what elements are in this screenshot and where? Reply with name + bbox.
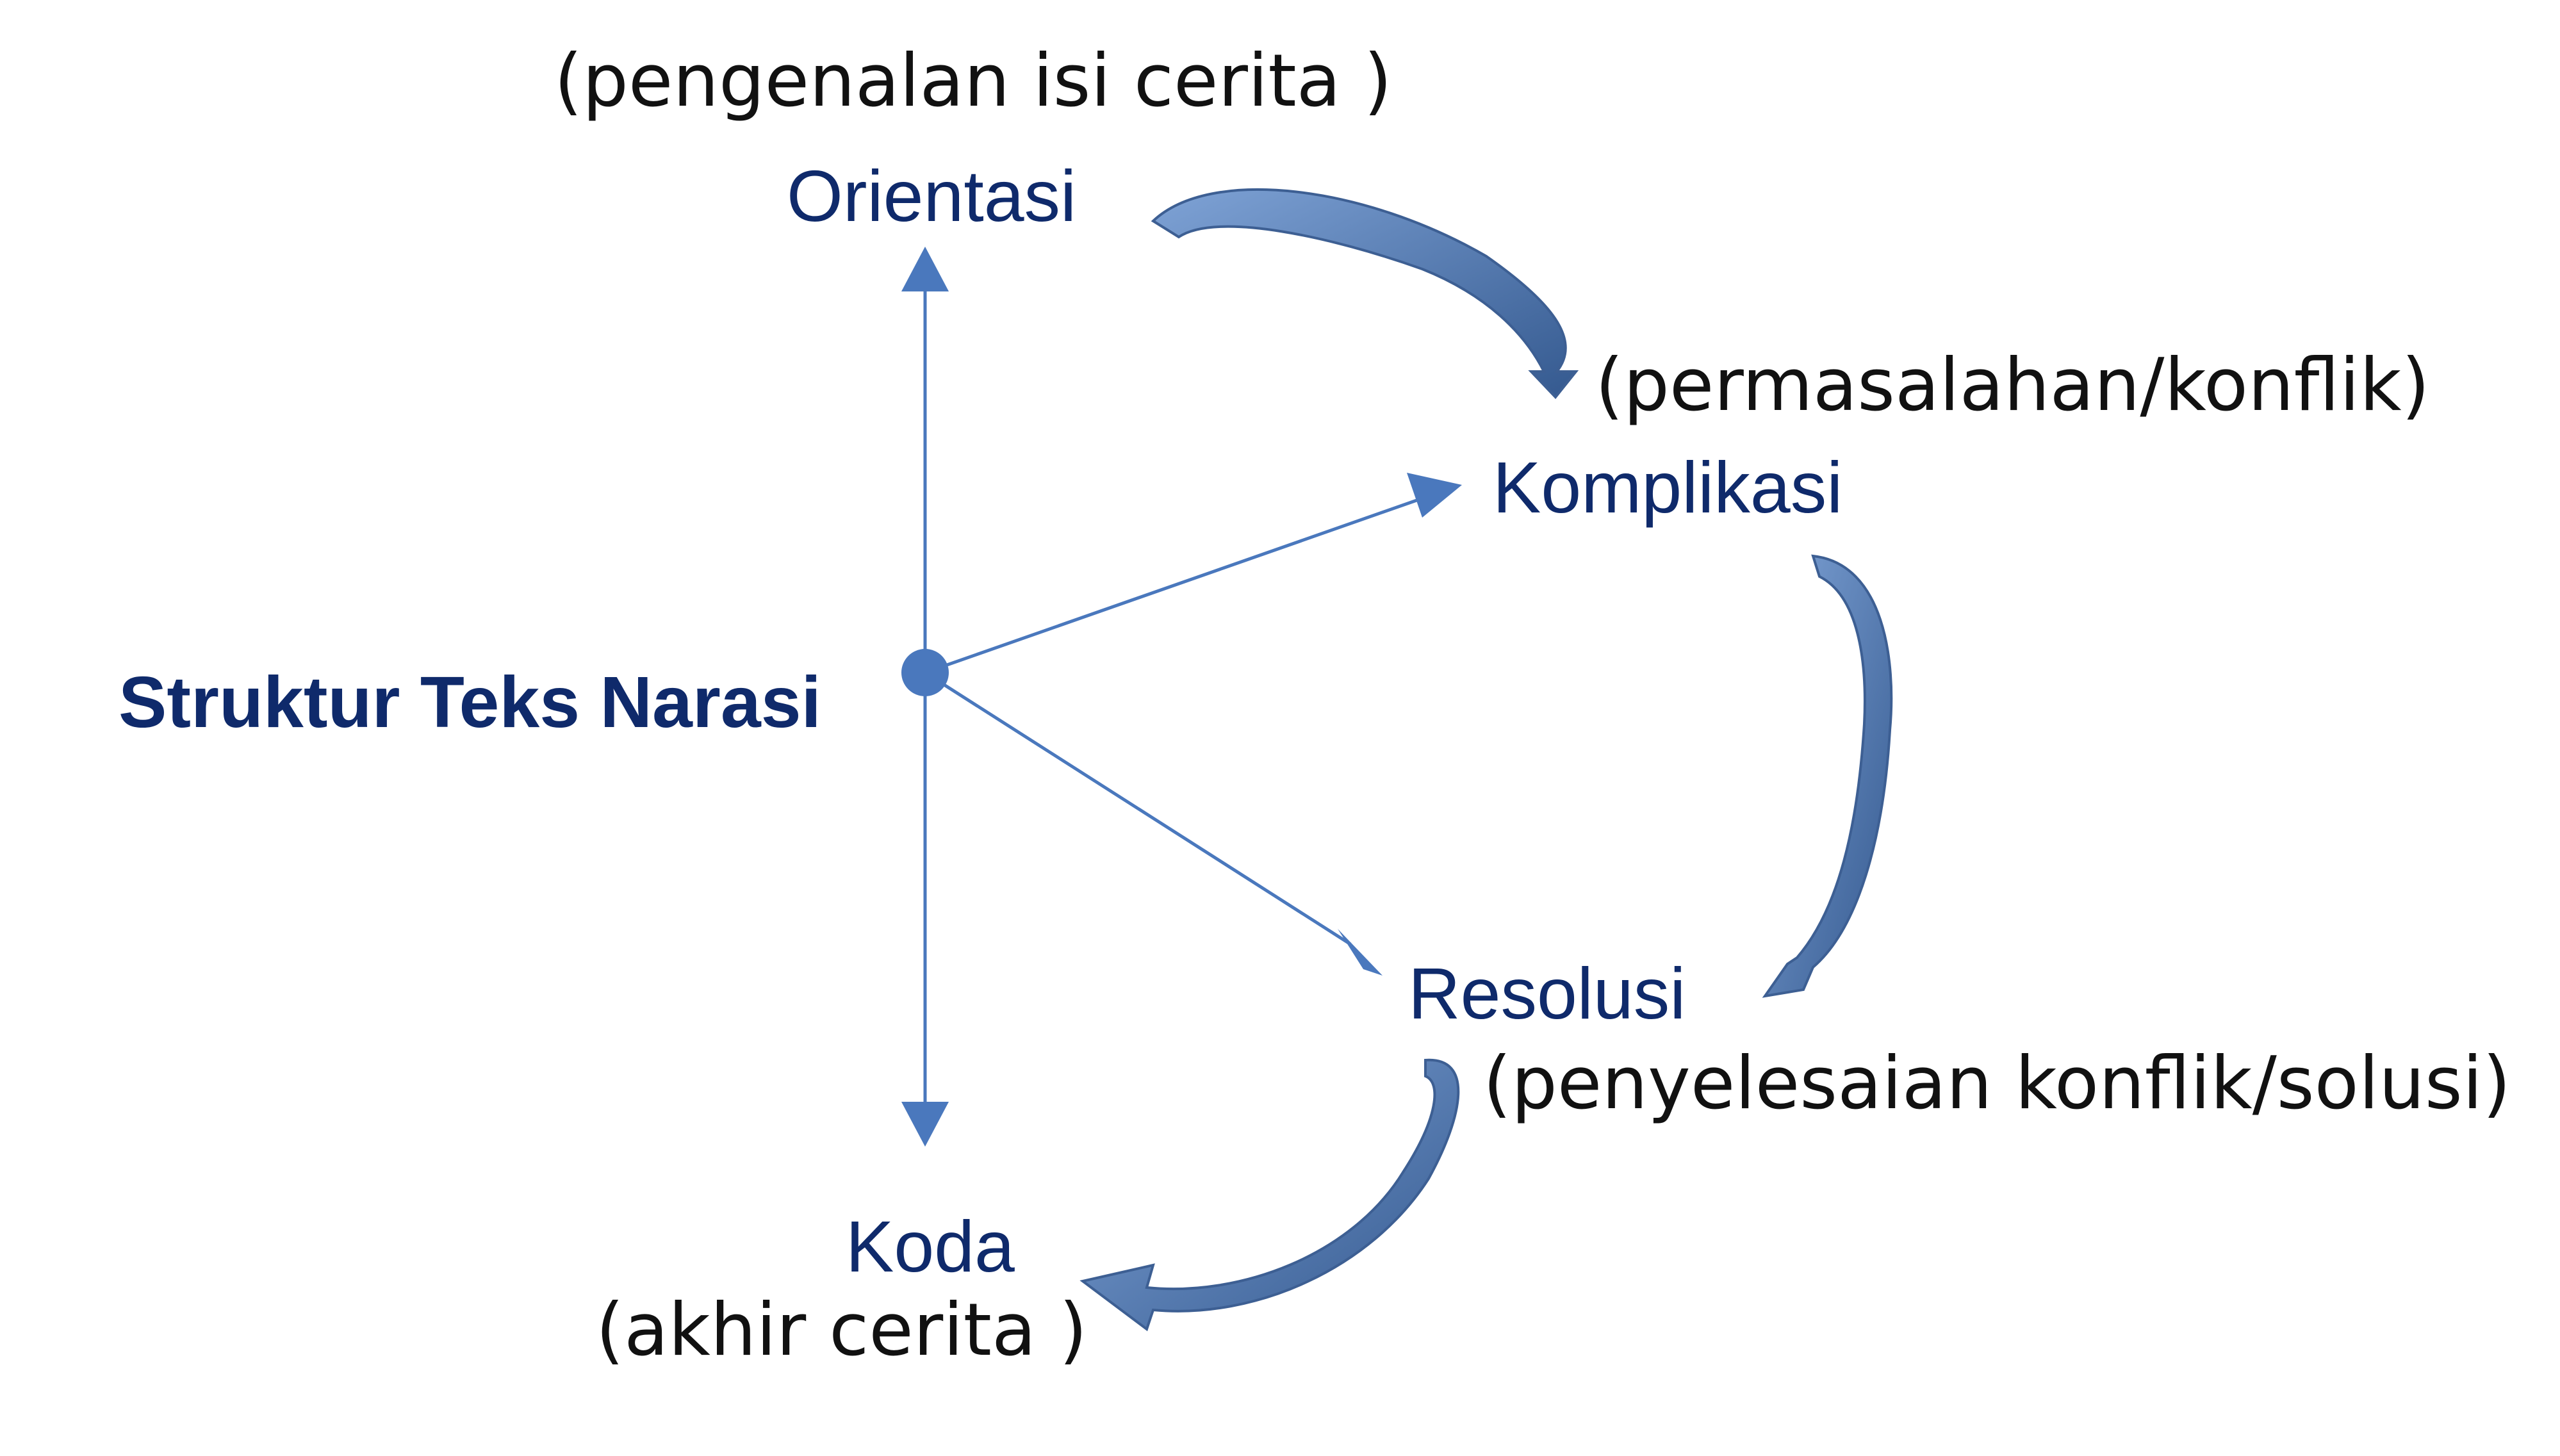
- arrowhead-resolusi: [1338, 929, 1383, 976]
- edge-root-komplikasi: [924, 496, 1423, 675]
- arrowhead-koda: [901, 1102, 949, 1147]
- curved-arrow-orientasi-komplikasi: [1151, 188, 1579, 400]
- komplikasi-description: (permasalahan/konflik): [1595, 343, 2430, 427]
- orientasi-description: (pengenalan isi cerita ): [554, 38, 1392, 123]
- orientasi-label: Orientasi: [787, 156, 1076, 236]
- curved-arrow-komplikasi-resolusi: [1762, 554, 1893, 998]
- resolusi-description: (penyelesaian konflik/solusi): [1483, 1041, 2511, 1125]
- root-node-dot: [901, 649, 949, 696]
- resolusi-label: Resolusi: [1408, 953, 1686, 1034]
- koda-description: (akhir cerita ): [596, 1288, 1087, 1372]
- komplikasi-label: Komplikasi: [1493, 447, 1842, 528]
- arrowhead-komplikasi: [1407, 473, 1462, 518]
- curved-arrow-resolusi-koda: [1079, 1058, 1460, 1332]
- root-title: Struktur Teks Narasi: [119, 662, 821, 742]
- koda-label: Koda: [846, 1206, 1015, 1287]
- edge-root-resolusi: [924, 671, 1352, 946]
- arrowhead-orientasi: [901, 247, 949, 291]
